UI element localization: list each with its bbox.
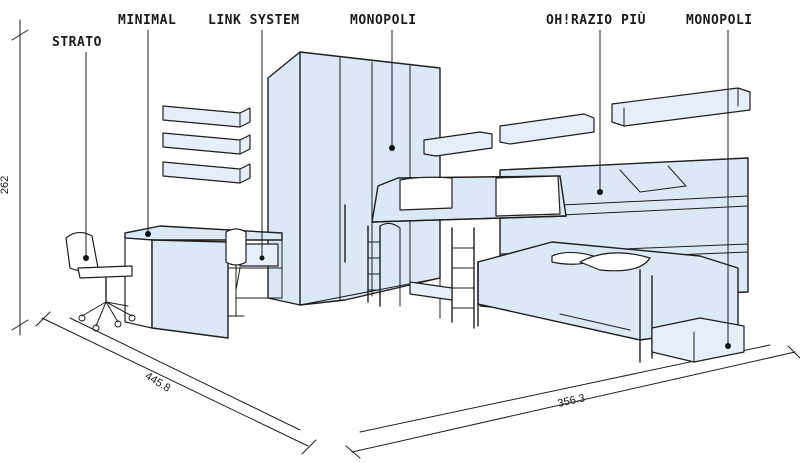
height-dimension-label: 262: [0, 176, 11, 194]
width-dimension-label: 356.3: [557, 392, 586, 410]
leader-lines: [83, 30, 731, 349]
chair-strato: [65, 231, 136, 332]
desk-minimal: [124, 225, 283, 339]
width-dimension: 356.3: [345, 345, 800, 459]
label-monopoli-right: MONOPOLI: [686, 13, 753, 28]
label-minimal: MINIMAL: [118, 13, 176, 28]
depth-dimension: 445.8: [35, 311, 317, 455]
chair-right: [225, 228, 247, 317]
height-dimension: 262: [0, 19, 29, 336]
label-monopoli-wardrobe: MONOPOLI: [350, 13, 417, 28]
wall-shelves-right: [423, 87, 751, 157]
bunk-bed-ohrazio: [367, 157, 749, 363]
wall-shelves-left: [162, 105, 251, 184]
label-link-system: LINK SYSTEM: [208, 13, 300, 28]
label-strato: STRATO: [52, 35, 102, 50]
label-ohrazio-piu: OH!RAZIO PIÙ: [546, 12, 646, 28]
